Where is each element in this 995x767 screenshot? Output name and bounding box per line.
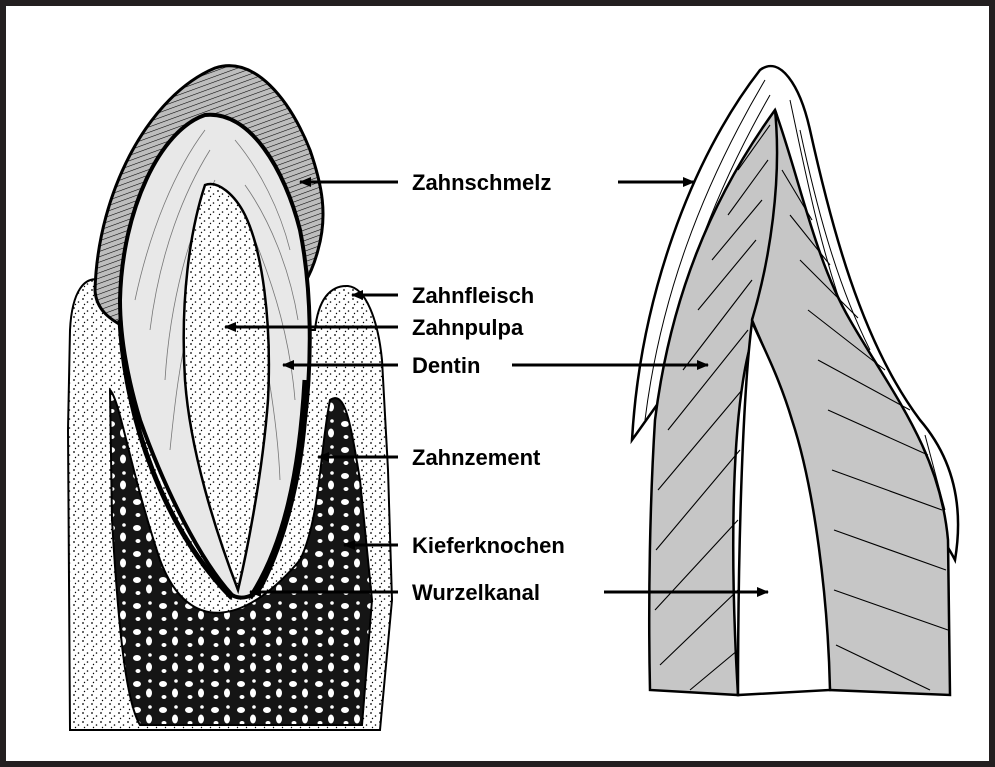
label-cementum: Zahnzement — [412, 445, 541, 470]
label-dentin: Dentin — [412, 353, 480, 378]
label-gum: Zahnfleisch — [412, 283, 534, 308]
label-jawbone: Kieferknochen — [412, 533, 565, 558]
label-pulp: Zahnpulpa — [412, 315, 524, 340]
label-enamel: Zahnschmelz — [412, 170, 551, 195]
label-root-canal: Wurzelkanal — [412, 580, 540, 605]
